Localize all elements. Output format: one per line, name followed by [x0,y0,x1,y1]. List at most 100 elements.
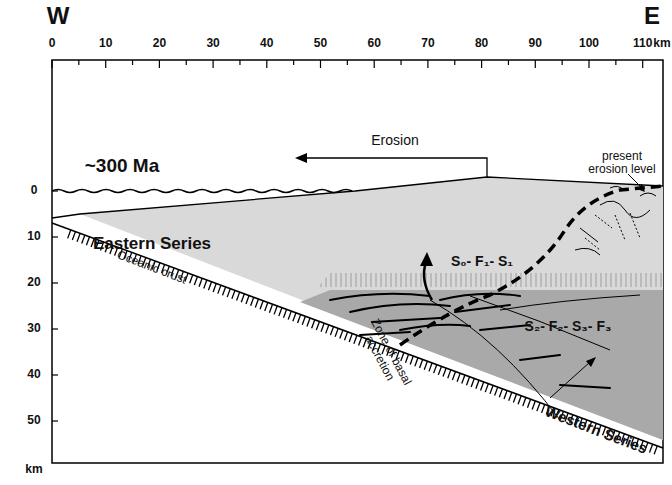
axis-number: 30 [206,37,219,50]
axis-number: 20 [27,276,40,289]
hatch [649,444,652,452]
axis-number: 110 [633,37,652,50]
hatch [274,306,277,314]
axis-number: 40 [27,368,40,381]
axis-tick [52,328,58,329]
hatch [476,380,479,388]
axis-tick [239,60,240,65]
hatch [251,297,254,305]
hatch [438,366,441,374]
axis-number: 0 [49,37,56,50]
hatch [307,318,310,326]
axis-tick [374,60,375,68]
hatch [518,396,521,404]
hatch [199,278,202,286]
axis-tick [52,236,58,237]
axis-number: 20 [153,37,166,50]
compass-label: E [644,3,660,29]
axis-number: 90 [529,37,542,50]
axis-number: 100 [579,37,599,50]
unit-name: Eastern Series [93,235,211,254]
age-label: ~300 Ma [85,156,159,177]
hatch [490,385,493,393]
hatch [499,389,502,397]
hatch [466,377,469,385]
axis-unit: km [653,37,670,50]
axis-tick [454,60,455,65]
unit-name: Oceanic crust [115,249,188,288]
hatch [481,382,484,390]
hatch [241,294,244,302]
axis-number: 60 [368,37,381,50]
hatch [68,230,71,238]
axis-tick [51,60,52,68]
hatch [269,304,272,312]
fabric-label: S₂- F₂- S₃- F₃ [525,319,612,334]
axis-number: 50 [314,37,327,50]
hatch [354,335,357,343]
axis-tick [186,60,187,65]
axis-number: 10 [27,230,40,243]
hatch [194,277,197,285]
hatch [77,233,80,241]
hatch [82,235,85,243]
hatch [321,323,324,331]
hatch [302,316,305,324]
axis-number: 30 [27,322,40,335]
hatch [265,302,268,310]
hatch [279,308,282,316]
axis-number: 70 [421,37,434,50]
hatch [471,379,474,387]
axis-tick [52,282,58,283]
hatch [410,356,413,364]
hatch [448,370,451,378]
hatch [509,392,512,400]
axis-unit: km [25,463,42,476]
axis-tick [132,60,133,65]
hatch [283,309,286,317]
axis-tick [481,60,482,68]
hatch [420,359,423,367]
axis-number: 0 [31,184,38,197]
axis-number: 80 [475,37,488,50]
hatch [405,354,408,362]
axis-tick [642,60,643,68]
hatch [208,282,211,290]
hatch [255,299,258,307]
axis-tick [535,60,536,68]
axis-tick [562,60,563,65]
hatch [86,237,89,245]
axis-tick [615,60,616,65]
hatch [213,283,216,291]
hatch [344,332,347,340]
axis-tick [588,60,589,68]
hatch [190,275,193,283]
hatch [537,403,540,411]
axis-tick [266,60,267,68]
hatch [218,285,221,293]
hatch [227,289,230,297]
hatch [330,327,333,335]
hatch [246,296,249,304]
hatch [288,311,291,319]
axis-tick [78,60,79,65]
hatch [504,391,507,399]
hatch [434,365,437,373]
axis-tick [508,60,509,65]
hatch [222,287,225,295]
hatch [72,232,75,240]
axis-tick [347,60,348,65]
hatch [424,361,427,369]
hatch [429,363,432,371]
hatch [349,334,352,342]
hatch [495,387,498,395]
hatch [452,372,455,380]
hatch [532,401,535,409]
hatch [204,280,207,288]
axis-number: 10 [99,37,112,50]
hatch [527,399,530,407]
hatch [462,375,465,383]
axis-number: 50 [27,414,40,427]
hatch [335,328,338,336]
